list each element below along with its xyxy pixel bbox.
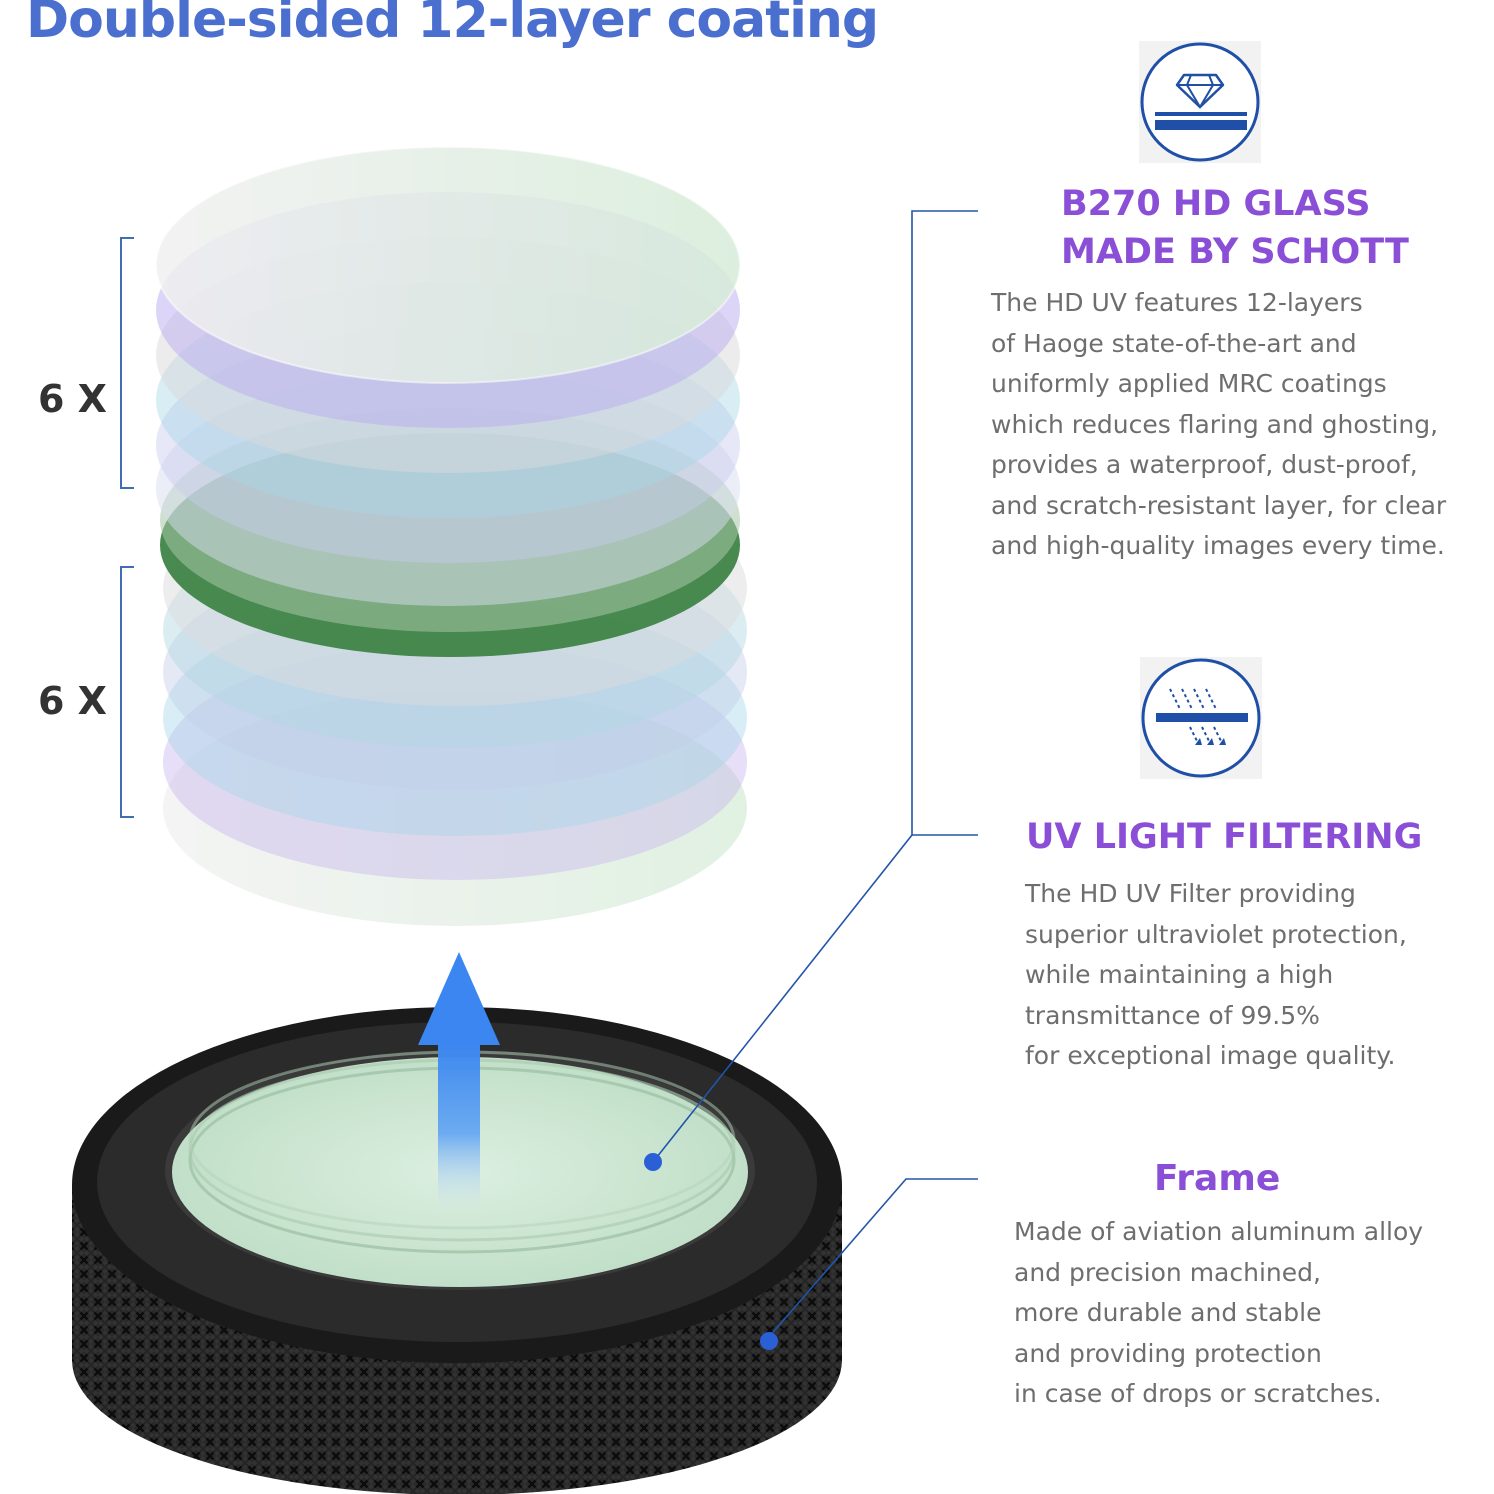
feature-body-glass: The HD UV features 12-layers of Haoge st… <box>991 288 1447 560</box>
up-arrow-icon <box>418 952 500 1210</box>
feature-heading-frame: Frame <box>1154 1158 1281 1199</box>
feature-heading-uv: UV LIGHT FILTERING <box>1026 817 1423 857</box>
coating-layer <box>163 690 747 926</box>
page-title: Double-sided 12-layer coating <box>26 0 879 50</box>
callout-lines <box>652 210 978 1339</box>
feature-body-frame: Made of aviation aluminum alloy and prec… <box>1014 1217 1424 1408</box>
glass-pointer-dot <box>644 1153 662 1171</box>
glass-callout-bracket <box>911 210 978 836</box>
layer-group-label: 6 X <box>38 377 107 421</box>
frame-pointer-dot <box>760 1332 778 1350</box>
layer-group-bracket-bottom <box>120 566 134 818</box>
coating-layer-stack <box>155 146 747 926</box>
coating-layer <box>163 644 747 880</box>
glass-pointer-line <box>652 834 913 1163</box>
coating-layer-top <box>156 147 740 383</box>
diamond-glass-icon <box>1139 41 1261 163</box>
uv-filter-icon <box>1140 657 1262 779</box>
feature-body-uv: The HD UV Filter providing superior ultr… <box>1025 879 1407 1070</box>
frame-pointer-line <box>767 1178 978 1339</box>
feature-heading-glass: B270 HD GLASS MADE BY SCHOTT <box>1061 184 1409 272</box>
layer-group-label: 6 X <box>38 679 107 723</box>
layer-group-bracket-top <box>120 237 134 489</box>
